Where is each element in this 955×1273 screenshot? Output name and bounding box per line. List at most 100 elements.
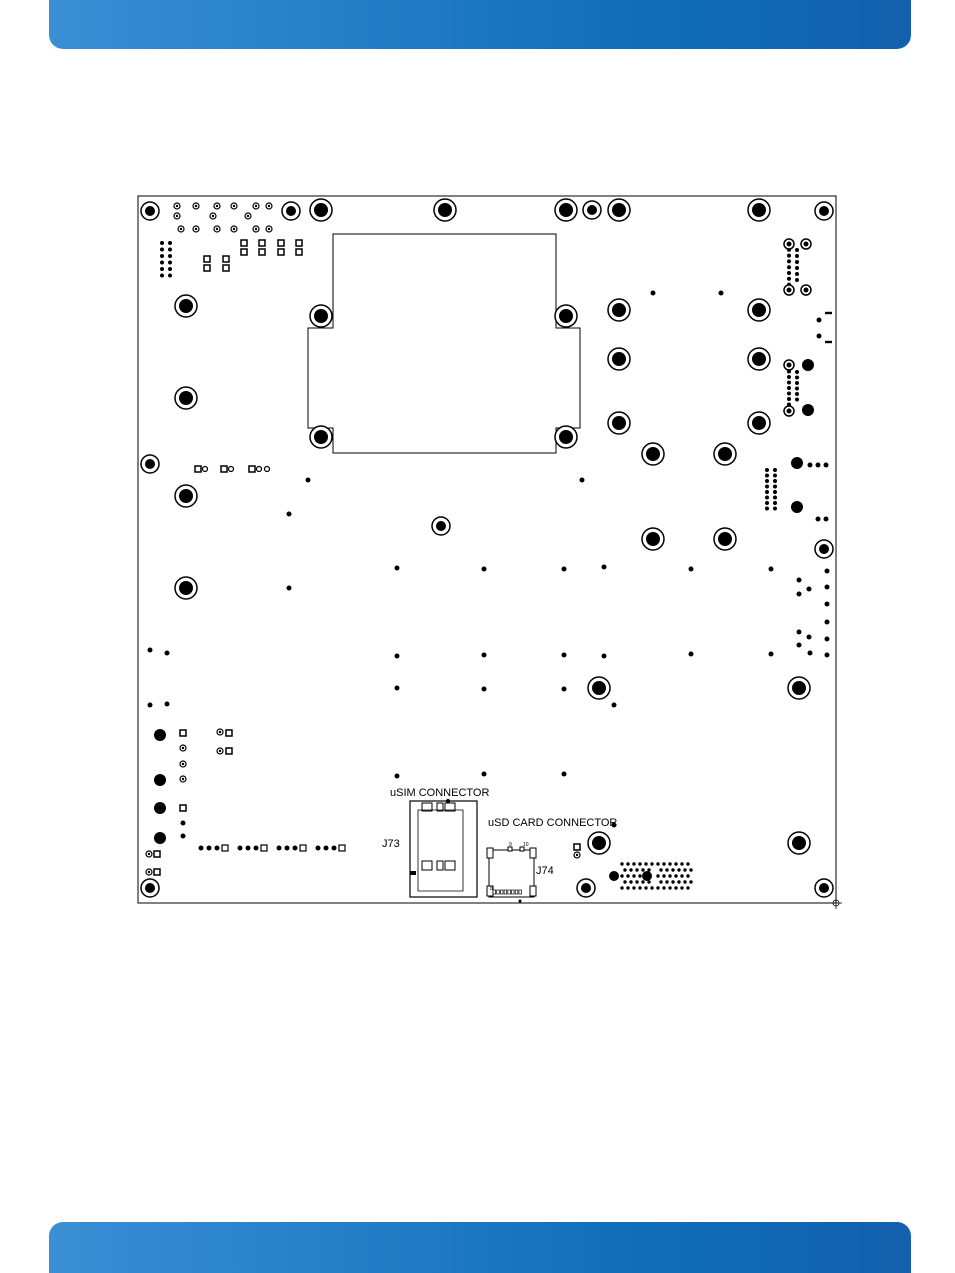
dsub-pin: [635, 868, 638, 871]
mounting-hole-center: [145, 883, 155, 893]
header-pin: [773, 479, 777, 483]
usd-pin: [512, 890, 515, 894]
mounting-hole-center: [314, 430, 328, 444]
bottom-row-pin: [199, 846, 204, 851]
dsub-pin: [674, 874, 677, 877]
usd-connector: [487, 847, 536, 903]
small-pad: [165, 702, 170, 707]
dsub-pin: [632, 874, 635, 877]
small-pad: [482, 567, 487, 572]
dsub-pin: [680, 874, 683, 877]
dsub-pin: [686, 862, 689, 865]
origin-mark: [830, 897, 842, 909]
edge-mark: [825, 312, 832, 314]
mounting-hole-center: [612, 416, 626, 430]
ring-pad-center: [182, 778, 184, 780]
mounting-hole-center: [286, 206, 296, 216]
dsub-pin: [659, 868, 662, 871]
mounting-hole-center: [559, 309, 573, 323]
usd-pin: [493, 890, 496, 894]
bottom-row-pin: [215, 846, 220, 851]
usd-pin: [519, 890, 522, 894]
dsub-pin: [662, 886, 665, 889]
ring-pad-center: [182, 763, 184, 765]
dsub-pin: [632, 886, 635, 889]
mounting-hole-center: [145, 459, 155, 469]
ring-pad-center: [576, 854, 578, 856]
large-pad: [791, 501, 803, 513]
header-pin: [168, 254, 172, 258]
small-pad: [797, 643, 802, 648]
bottom-row-square: [300, 845, 306, 851]
large-pad: [154, 802, 166, 814]
square-pad: [221, 466, 227, 472]
dsub-pin: [686, 874, 689, 877]
ring-pad-center: [219, 750, 221, 752]
mounting-hole-center: [179, 299, 193, 313]
header-pin: [787, 259, 791, 263]
header-pin: [795, 398, 799, 402]
dsub-pin: [689, 880, 692, 883]
bottom-row-square: [339, 845, 345, 851]
header-pin: [773, 485, 777, 489]
small-pad: [769, 652, 774, 657]
large-pad: [154, 729, 166, 741]
dsub-pin: [626, 874, 629, 877]
header-pin: [160, 261, 164, 265]
header-pin: [787, 392, 791, 396]
small-pad: [807, 635, 812, 640]
usd-pin: [497, 890, 500, 894]
bottom-row-pin: [238, 846, 243, 851]
small-pad: [651, 291, 656, 296]
dsub-pin: [656, 874, 659, 877]
ring-pad-center: [148, 853, 150, 855]
small-pad: [165, 651, 170, 656]
square-pad: [154, 869, 160, 875]
ring-pad-center: [219, 731, 221, 733]
dsub-pin: [662, 862, 665, 865]
small-pad: [482, 653, 487, 658]
large-pad: [154, 774, 166, 786]
mounting-hole-center: [612, 352, 626, 366]
small-pad: [181, 834, 186, 839]
small-pad: [808, 463, 813, 468]
large-pads: [154, 359, 814, 844]
header-pin: [795, 260, 799, 264]
mounting-hole-center: [819, 883, 829, 893]
square-pad: [180, 805, 186, 811]
dsub-pin: [665, 868, 668, 871]
mounting-hole-center: [179, 391, 193, 405]
dsub-pin: [659, 880, 662, 883]
small-pad: [825, 585, 830, 590]
small-pad: [719, 291, 724, 296]
bottom-row-pin: [254, 846, 259, 851]
header-pin: [787, 381, 791, 385]
dsub-pin: [671, 868, 674, 871]
bottom-row-pin: [207, 846, 212, 851]
connector-ring-center: [787, 409, 792, 414]
header-pin: [168, 267, 172, 271]
header-pin: [795, 387, 799, 391]
square-pad: [204, 265, 210, 271]
ring-pad-center: [233, 205, 235, 207]
header-pin: [795, 254, 799, 258]
ring-pad-center: [268, 205, 270, 207]
square-pad-pair: [257, 467, 262, 472]
header-pin: [787, 271, 791, 275]
square-pad: [259, 240, 265, 246]
j74-label: J74: [536, 865, 554, 877]
dsub-pin: [665, 880, 668, 883]
dsub-pin: [656, 862, 659, 865]
dsub-pin: [644, 862, 647, 865]
square-pad: [195, 466, 201, 472]
dsub-pin: [674, 886, 677, 889]
small-pad: [287, 512, 292, 517]
dsub-pin: [638, 886, 641, 889]
small-pad: [148, 648, 153, 653]
header-pin: [773, 507, 777, 511]
ring-pad-center: [195, 205, 197, 207]
square-pad: [223, 256, 229, 262]
small-pad: [825, 602, 830, 607]
header-pin: [795, 272, 799, 276]
